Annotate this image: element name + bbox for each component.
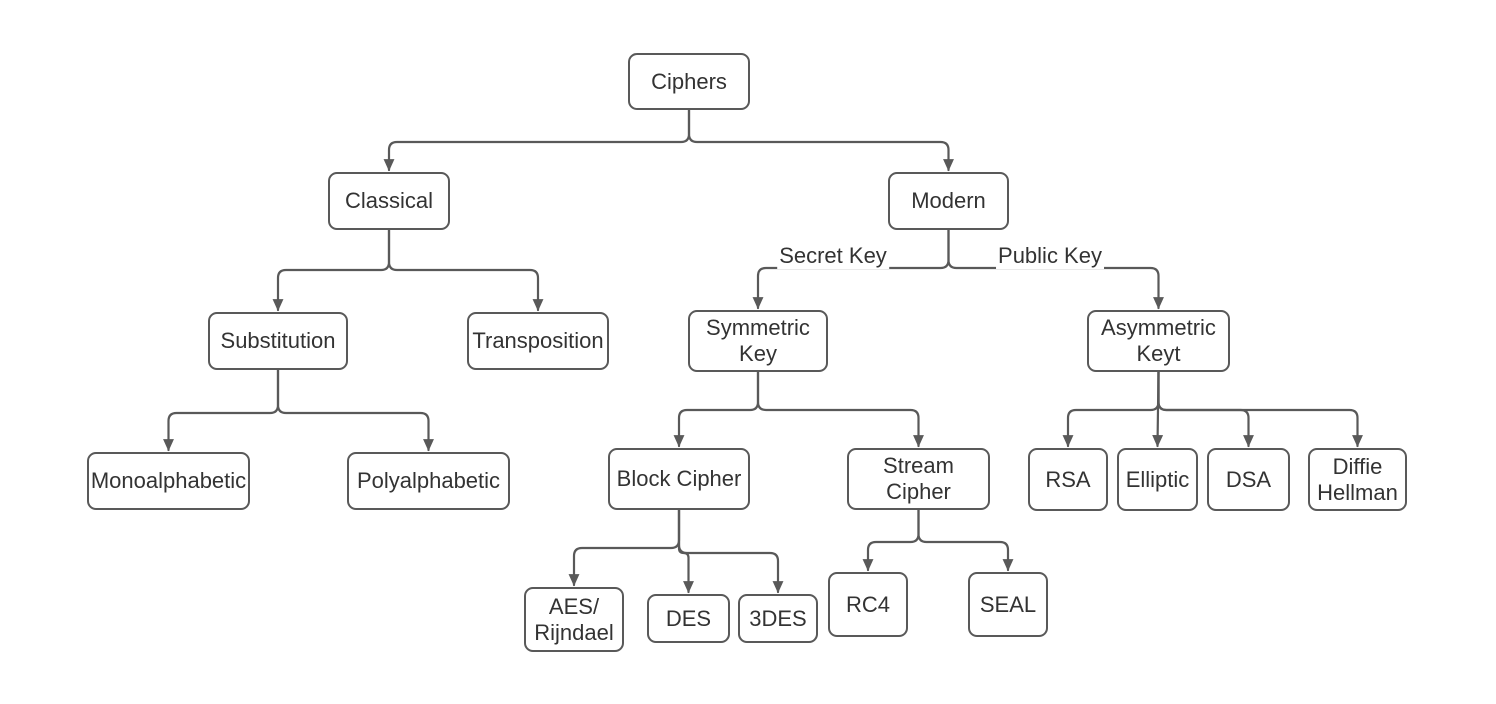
edge-ciphers-to-classical bbox=[383, 108, 691, 172]
edge-substitution-to-polyalphabetic bbox=[276, 368, 434, 452]
edge-modern-to-symmetric bbox=[752, 228, 950, 310]
node-label-asymmetric: Asymmetric Keyt bbox=[1101, 315, 1216, 366]
node-label-symmetric: Symmetric Key bbox=[706, 315, 810, 366]
node-label-3des: 3DES bbox=[749, 605, 807, 631]
edge-label-public-key: Public Key bbox=[996, 243, 1104, 269]
node-label-ciphers: Ciphers bbox=[651, 68, 727, 94]
edge-symmetric-to-stream-cipher bbox=[756, 370, 924, 448]
edge-symmetric-to-block-cipher bbox=[673, 370, 760, 448]
edge-asymmetric-to-elliptic bbox=[1152, 370, 1164, 448]
node-label-monoalphabetic: Monoalphabetic bbox=[90, 468, 247, 494]
edge-block-cipher-to-3des bbox=[677, 508, 784, 594]
node-label-elliptic: Elliptic bbox=[1125, 466, 1190, 492]
edge-stream-cipher-to-rc4 bbox=[862, 508, 920, 572]
edge-label-secret-key: Secret Key bbox=[777, 243, 889, 269]
node-label-block-cipher: Block Cipher bbox=[616, 466, 742, 492]
node-diffie-hellman: Diffie Hellman bbox=[1308, 448, 1407, 511]
edge-asymmetric-to-dsa bbox=[1157, 370, 1254, 448]
node-aes-rijndael: AES/ Rijndael bbox=[524, 587, 624, 652]
node-label-seal: SEAL bbox=[979, 591, 1037, 617]
node-label-polyalphabetic: Polyalphabetic bbox=[356, 468, 501, 494]
edge-block-cipher-to-aes-rijndael bbox=[568, 508, 681, 587]
edge-substitution-to-monoalphabetic bbox=[163, 368, 280, 452]
edge-block-cipher-to-des bbox=[677, 508, 694, 594]
node-label-stream-cipher: Stream Cipher bbox=[883, 453, 954, 504]
node-des: DES bbox=[647, 594, 730, 643]
node-label-aes-rijndael: AES/ Rijndael bbox=[534, 593, 614, 645]
node-dsa: DSA bbox=[1207, 448, 1290, 511]
node-ciphers: Ciphers bbox=[628, 53, 750, 110]
node-symmetric: Symmetric Key bbox=[688, 310, 828, 372]
node-label-classical: Classical bbox=[344, 188, 434, 214]
node-seal: SEAL bbox=[968, 572, 1048, 637]
node-transposition: Transposition bbox=[467, 312, 609, 370]
node-label-modern: Modern bbox=[911, 188, 986, 214]
node-label-rc4: RC4 bbox=[845, 591, 890, 617]
node-modern: Modern bbox=[888, 172, 1009, 230]
edge-asymmetric-to-diffie-hellman bbox=[1157, 370, 1363, 448]
node-label-transposition: Transposition bbox=[472, 328, 604, 354]
node-polyalphabetic: Polyalphabetic bbox=[347, 452, 510, 510]
node-block-cipher: Block Cipher bbox=[608, 448, 750, 510]
node-elliptic: Elliptic bbox=[1117, 448, 1198, 511]
node-label-des: DES bbox=[665, 605, 712, 631]
node-3des: 3DES bbox=[738, 594, 818, 643]
edge-ciphers-to-modern bbox=[687, 108, 954, 172]
node-stream-cipher: Stream Cipher bbox=[847, 448, 990, 510]
node-classical: Classical bbox=[328, 172, 450, 230]
node-substitution: Substitution bbox=[208, 312, 348, 370]
node-monoalphabetic: Monoalphabetic bbox=[87, 452, 250, 510]
node-rsa: RSA bbox=[1028, 448, 1108, 511]
node-label-rsa: RSA bbox=[1045, 466, 1091, 492]
node-asymmetric: Asymmetric Keyt bbox=[1087, 310, 1230, 372]
edge-stream-cipher-to-seal bbox=[917, 508, 1014, 572]
node-label-substitution: Substitution bbox=[220, 328, 336, 354]
node-label-dsa: DSA bbox=[1225, 466, 1272, 492]
edge-classical-to-substitution bbox=[272, 228, 391, 312]
edge-modern-to-asymmetric bbox=[947, 228, 1164, 310]
edge-classical-to-transposition bbox=[387, 228, 544, 312]
edge-asymmetric-to-rsa bbox=[1062, 370, 1160, 448]
node-rc4: RC4 bbox=[828, 572, 908, 637]
node-label-diffie-hellman: Diffie Hellman bbox=[1317, 453, 1398, 505]
